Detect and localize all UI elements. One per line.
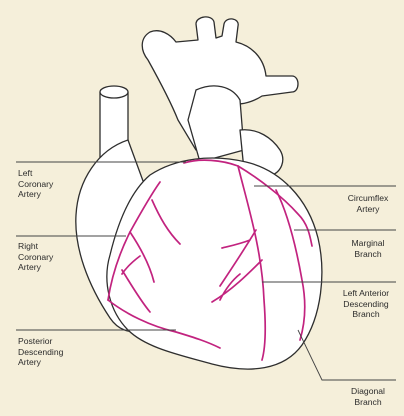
leader-diagonal (297, 329, 396, 381)
pulmonary-trunk (187, 85, 245, 163)
circumflex-artery-label: Circumflex Artery (347, 193, 389, 214)
circumflex-artery-vessel (237, 165, 313, 247)
lad-branch-vessel (237, 165, 267, 361)
left-coronary-artery-vessel (183, 159, 239, 167)
diagonal-branch-label: Diagonal Branch (351, 386, 385, 407)
left-anterior-descending-branch-label: Left Anterior Descending Branch (342, 288, 390, 320)
posterior-descending-vessel (107, 299, 221, 349)
marginal-branch-label: Marginal Branch (351, 238, 385, 259)
right-coronary-artery-label: Right Coronary Artery (18, 241, 54, 273)
rca-branches (121, 199, 181, 313)
ventricles (106, 157, 323, 370)
diagonal-branch-vessel (211, 229, 263, 303)
marginal-branch-vessel (275, 189, 306, 341)
vena-cava-opening (99, 85, 129, 99)
left-coronary-artery-label: Left Coronary Artery (18, 168, 54, 200)
posterior-descending-artery-label: Posterior Descending Artery (18, 336, 64, 368)
